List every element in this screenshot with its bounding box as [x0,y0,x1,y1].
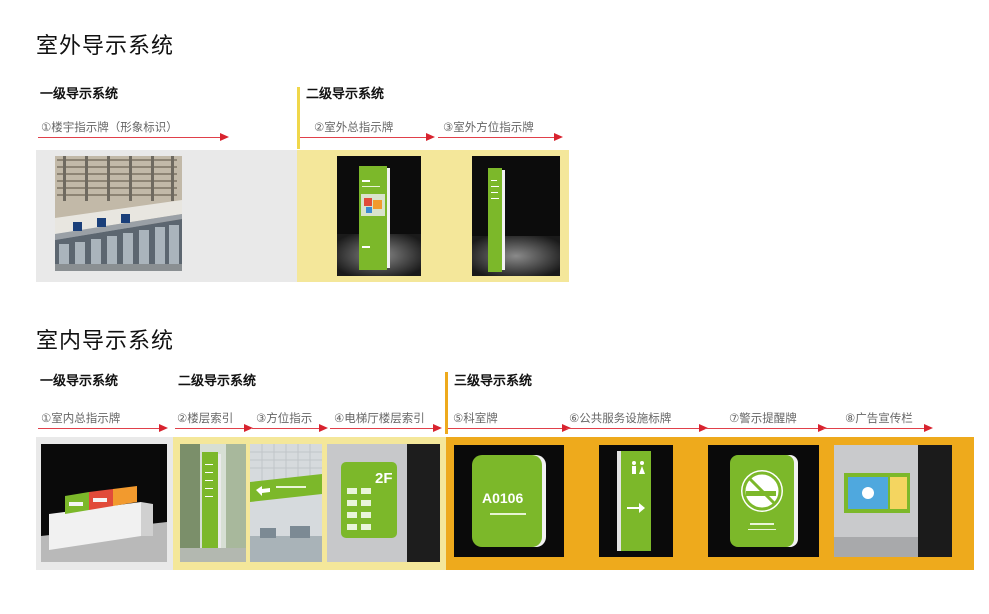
indoor-arrow-8-head [924,424,933,432]
building-photo [55,156,182,271]
floor-index-photo [180,444,246,562]
outdoor-arrow-3-head [554,133,563,141]
outdoor-arrow-3 [438,137,555,138]
indoor-arrow-4-head [433,424,442,432]
indoor-panel-level2: 2F [173,437,446,570]
indoor-item-label-6: ⑥公共服务设施标牌 [569,411,672,425]
outdoor-panel-level2 [297,150,569,282]
outdoor-level-divider [297,87,300,149]
outdoor-level1-title: 一级导示系统 [40,87,119,102]
room-sign-photo: A0106 [454,445,564,557]
indoor-arrow-5 [448,428,563,429]
indoor-arrow-7 [705,428,819,429]
indoor-arrow-8 [823,428,925,429]
indoor-item-label-4: ④电梯厅楼层索引 [334,411,425,425]
outdoor-item-label-2: ②室外总指示牌 [314,120,394,134]
indoor-arrow-1 [38,428,160,429]
outdoor-level2-title: 二级导示系统 [306,87,385,102]
outdoor-item-label-3: ③室外方位指示牌 [443,120,534,134]
indoor-item-label-2: ②楼层索引 [177,411,234,425]
indoor-arrow-3-head [319,424,328,432]
public-facility-sign-photo [599,445,673,557]
outdoor-item-label-1: ①楼宇指示牌（形象标识） [41,120,178,134]
indoor-arrow-2-head [244,424,253,432]
indoor-arrow-4 [330,428,434,429]
indoor-item-label-7: ⑦警示提醒牌 [729,411,797,425]
room-number-text: A0106 [482,490,524,506]
indoor-panel-level1 [36,437,173,570]
indoor-item-label-8: ⑧广告宣传栏 [845,411,913,425]
indoor-item-label-5: ⑤科室牌 [453,411,498,425]
floor-number-text: 2F [375,470,393,487]
outdoor-arrow-1-head [220,133,229,141]
indoor-item-label-3: ③方位指示 [256,411,313,425]
indoor-level-divider [445,372,448,434]
outdoor-direction-sign-photo [472,156,560,276]
indoor-section-title: 室内导示系统 [36,329,175,354]
indoor-arrow-7-head [818,424,827,432]
indoor-arrow-1-head [159,424,168,432]
outdoor-section-title: 室外导示系统 [36,34,175,59]
direction-indicator-photo [250,444,322,562]
outdoor-arrow-2-head [426,133,435,141]
indoor-level2-title: 二级导示系统 [178,374,257,389]
indoor-panel-level3: A0106 [446,437,974,570]
indoor-arrow-6-head [699,424,708,432]
ad-board-photo [834,445,952,557]
outdoor-general-sign-photo [337,156,421,276]
indoor-arrow-6 [566,428,700,429]
indoor-general-sign-photo [41,444,167,562]
elevator-floor-index-photo: 2F [327,444,440,562]
indoor-item-label-1: ①室内总指示牌 [41,411,121,425]
warning-sign-photo [708,445,819,557]
indoor-level1-title: 一级导示系统 [40,374,119,389]
outdoor-panel-level1 [36,150,297,282]
indoor-arrow-3 [252,428,320,429]
outdoor-arrow-1 [38,137,221,138]
indoor-level3-title: 三级导示系统 [454,374,533,389]
indoor-arrow-2 [175,428,245,429]
outdoor-arrow-2 [300,137,427,138]
